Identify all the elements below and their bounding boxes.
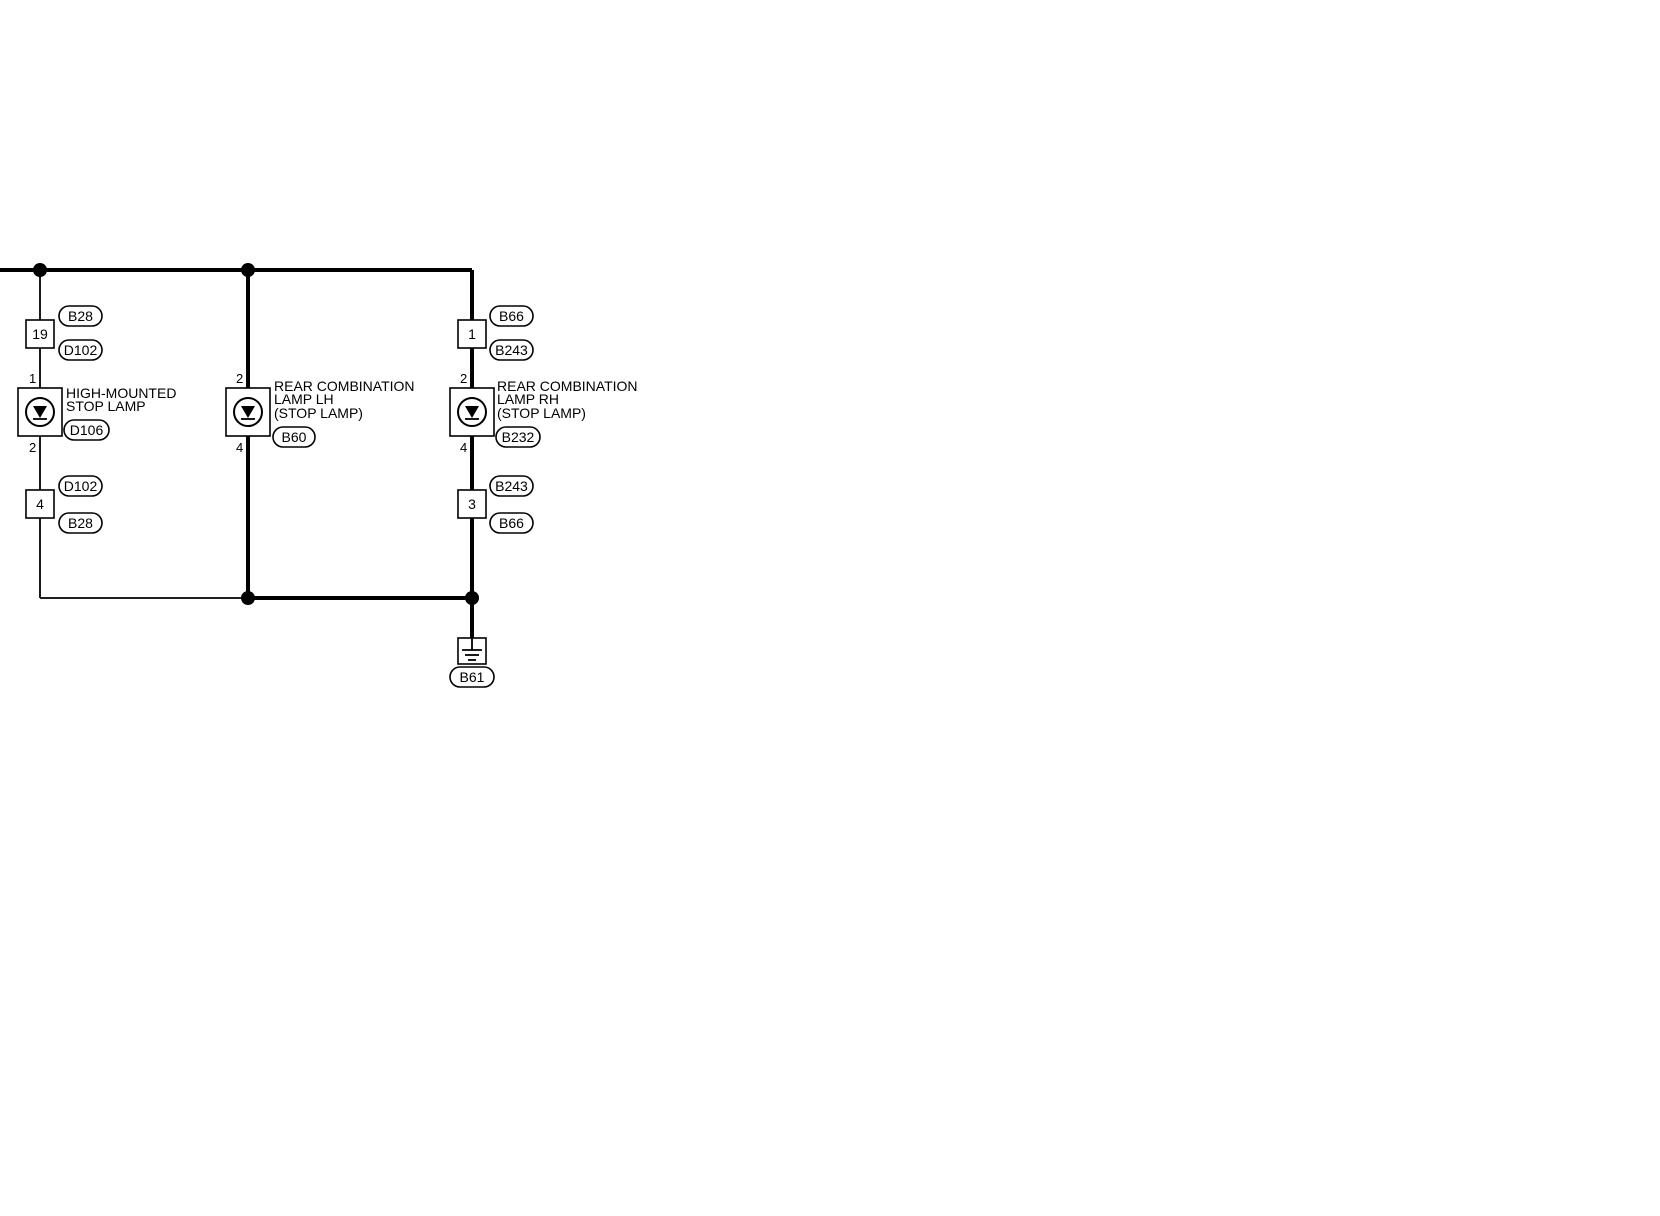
connector-tag bbox=[489, 339, 534, 361]
lamp-pin-label: 4 bbox=[236, 440, 243, 455]
lamp-tag-label: B60 bbox=[282, 429, 307, 445]
lamp-tag bbox=[495, 426, 541, 448]
lamp-diode-icon bbox=[241, 406, 255, 418]
connector-tag bbox=[58, 512, 103, 534]
connector-pin: 4 bbox=[36, 496, 44, 512]
connector-tag bbox=[58, 339, 103, 361]
lamp-diode-icon bbox=[33, 406, 47, 418]
right-branch: 1 B66 B243 2 4 REAR COMBINATION LAMP RH … bbox=[449, 305, 638, 534]
connector-box bbox=[457, 489, 487, 519]
middle-branch: 2 4 REAR COMBINATION LAMP LH (STOP LAMP)… bbox=[225, 371, 415, 455]
connector-tag-label: B66 bbox=[499, 308, 524, 324]
connector-tag-label: D102 bbox=[64, 478, 98, 494]
connector-box bbox=[457, 319, 487, 349]
lamp-tag bbox=[272, 426, 316, 448]
lamp-label-line: (STOP LAMP) bbox=[274, 405, 363, 421]
connector-tag bbox=[58, 305, 103, 327]
lamp-tag-label: D106 bbox=[70, 422, 104, 438]
lamp-label-line: LAMP RH bbox=[497, 391, 559, 407]
connector-tag-label: B66 bbox=[499, 515, 524, 531]
lamp-label-line: REAR COMBINATION bbox=[274, 378, 415, 394]
ground-tag bbox=[449, 666, 495, 688]
junction-dot bbox=[465, 591, 479, 605]
lamp-label-line: HIGH-MOUNTED bbox=[66, 385, 176, 401]
ground-symbol: B61 bbox=[449, 637, 495, 688]
connector-pin: 3 bbox=[468, 496, 476, 512]
connector-box bbox=[25, 489, 55, 519]
lamp-label-line: LAMP LH bbox=[274, 391, 334, 407]
connector-tag bbox=[489, 512, 534, 534]
junction-dot bbox=[241, 263, 255, 277]
connector-pin: 19 bbox=[32, 326, 48, 342]
lamp-label-line: (STOP LAMP) bbox=[497, 405, 586, 421]
junction-dot bbox=[241, 591, 255, 605]
connector-tag-label: D102 bbox=[64, 342, 98, 358]
connector-tag-label: B243 bbox=[495, 342, 528, 358]
lamp-pin-label: 2 bbox=[236, 371, 243, 386]
lamp-tag-label: B232 bbox=[502, 429, 535, 445]
lamp-pin-label: 2 bbox=[29, 440, 36, 455]
connector-tag-label: B28 bbox=[68, 515, 93, 531]
junction-dot bbox=[33, 263, 47, 277]
lamp-pin-label: 4 bbox=[460, 440, 467, 455]
lamp-tag bbox=[63, 419, 110, 441]
connector-tag bbox=[489, 475, 534, 497]
connector-tag-label: B243 bbox=[495, 478, 528, 494]
left-branch: 19 B28 D102 1 2 HIGH-MOUNTED STOP LAMP D… bbox=[17, 305, 176, 534]
connector-pin: 1 bbox=[468, 326, 476, 342]
lamp-pin-label: 1 bbox=[29, 371, 36, 386]
connector-tag bbox=[489, 305, 534, 327]
connector-tag-label: B28 bbox=[68, 308, 93, 324]
connector-box bbox=[25, 319, 55, 349]
lamp-label-line: REAR COMBINATION bbox=[497, 378, 638, 394]
ground-tag-label: B61 bbox=[460, 669, 485, 685]
connector-tag bbox=[58, 475, 103, 497]
junctions bbox=[33, 263, 479, 605]
lamp-label-line: STOP LAMP bbox=[66, 398, 146, 414]
lamp-diode-icon bbox=[465, 406, 479, 418]
lamp-pin-label: 2 bbox=[460, 371, 467, 386]
